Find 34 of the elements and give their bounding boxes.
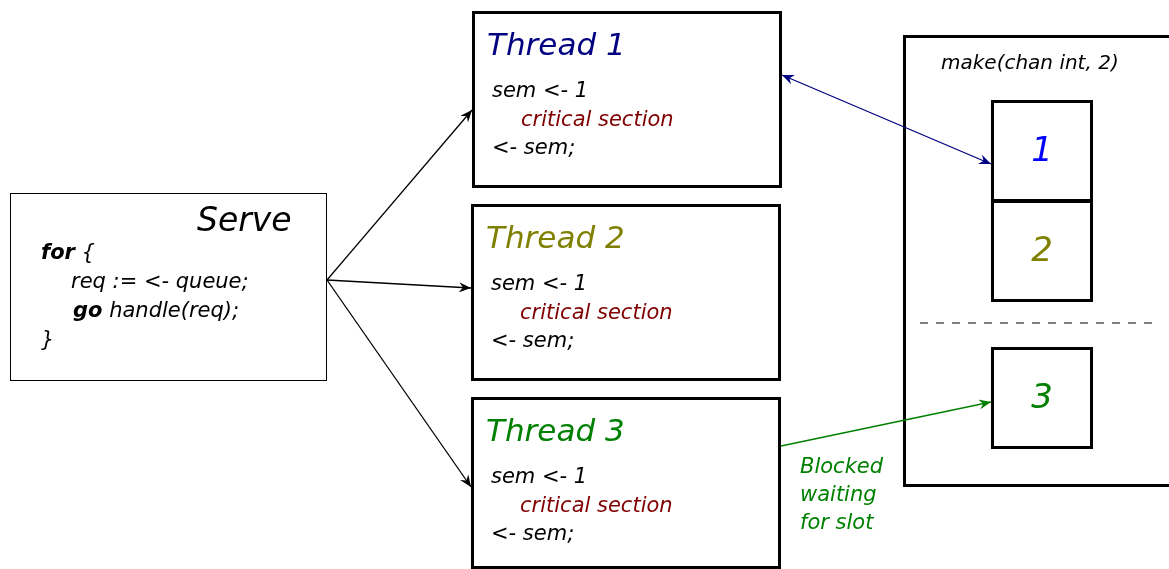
arrow (326, 109, 473, 281)
channel-box (903, 35, 1169, 487)
thread-title: Thread 3 (486, 412, 625, 450)
channel-label: make(chan int, 2) (941, 50, 1119, 74)
arrow (780, 399, 992, 447)
arrow (326, 279, 472, 293)
arrow (781, 74, 992, 165)
buffer-slot (991, 347, 1093, 449)
thread-title: Thread 2 (486, 219, 625, 257)
arrow (326, 279, 472, 488)
code-line: critical section (520, 300, 673, 326)
code-line: req := <- queue; (71, 269, 249, 295)
code-line: for { (41, 240, 95, 266)
thread-box (471, 204, 781, 381)
thread-box (472, 11, 782, 188)
code-line: critical section (520, 493, 673, 519)
slot-number: 1 (1030, 129, 1054, 170)
thread-box (471, 397, 781, 569)
buffer-slot (991, 100, 1093, 202)
function-box (10, 193, 327, 381)
slot-number: 2 (1030, 229, 1054, 270)
code-line: critical section (521, 107, 674, 133)
function-title: Serve (197, 200, 292, 240)
code-line: <- sem; (491, 328, 575, 354)
code-line: <- sem; (491, 521, 575, 547)
code-line: go handle(req); (73, 298, 240, 324)
code-line: sem <- 1 (491, 464, 588, 490)
code-line: <- sem; (492, 135, 576, 161)
code-line: } (41, 327, 55, 353)
thread-title: Thread 1 (487, 26, 626, 64)
code-line: sem <- 1 (491, 271, 588, 297)
buffer-slot (991, 200, 1093, 302)
code-line: sem <- 1 (492, 78, 589, 104)
slot-number: 3 (1030, 376, 1054, 417)
